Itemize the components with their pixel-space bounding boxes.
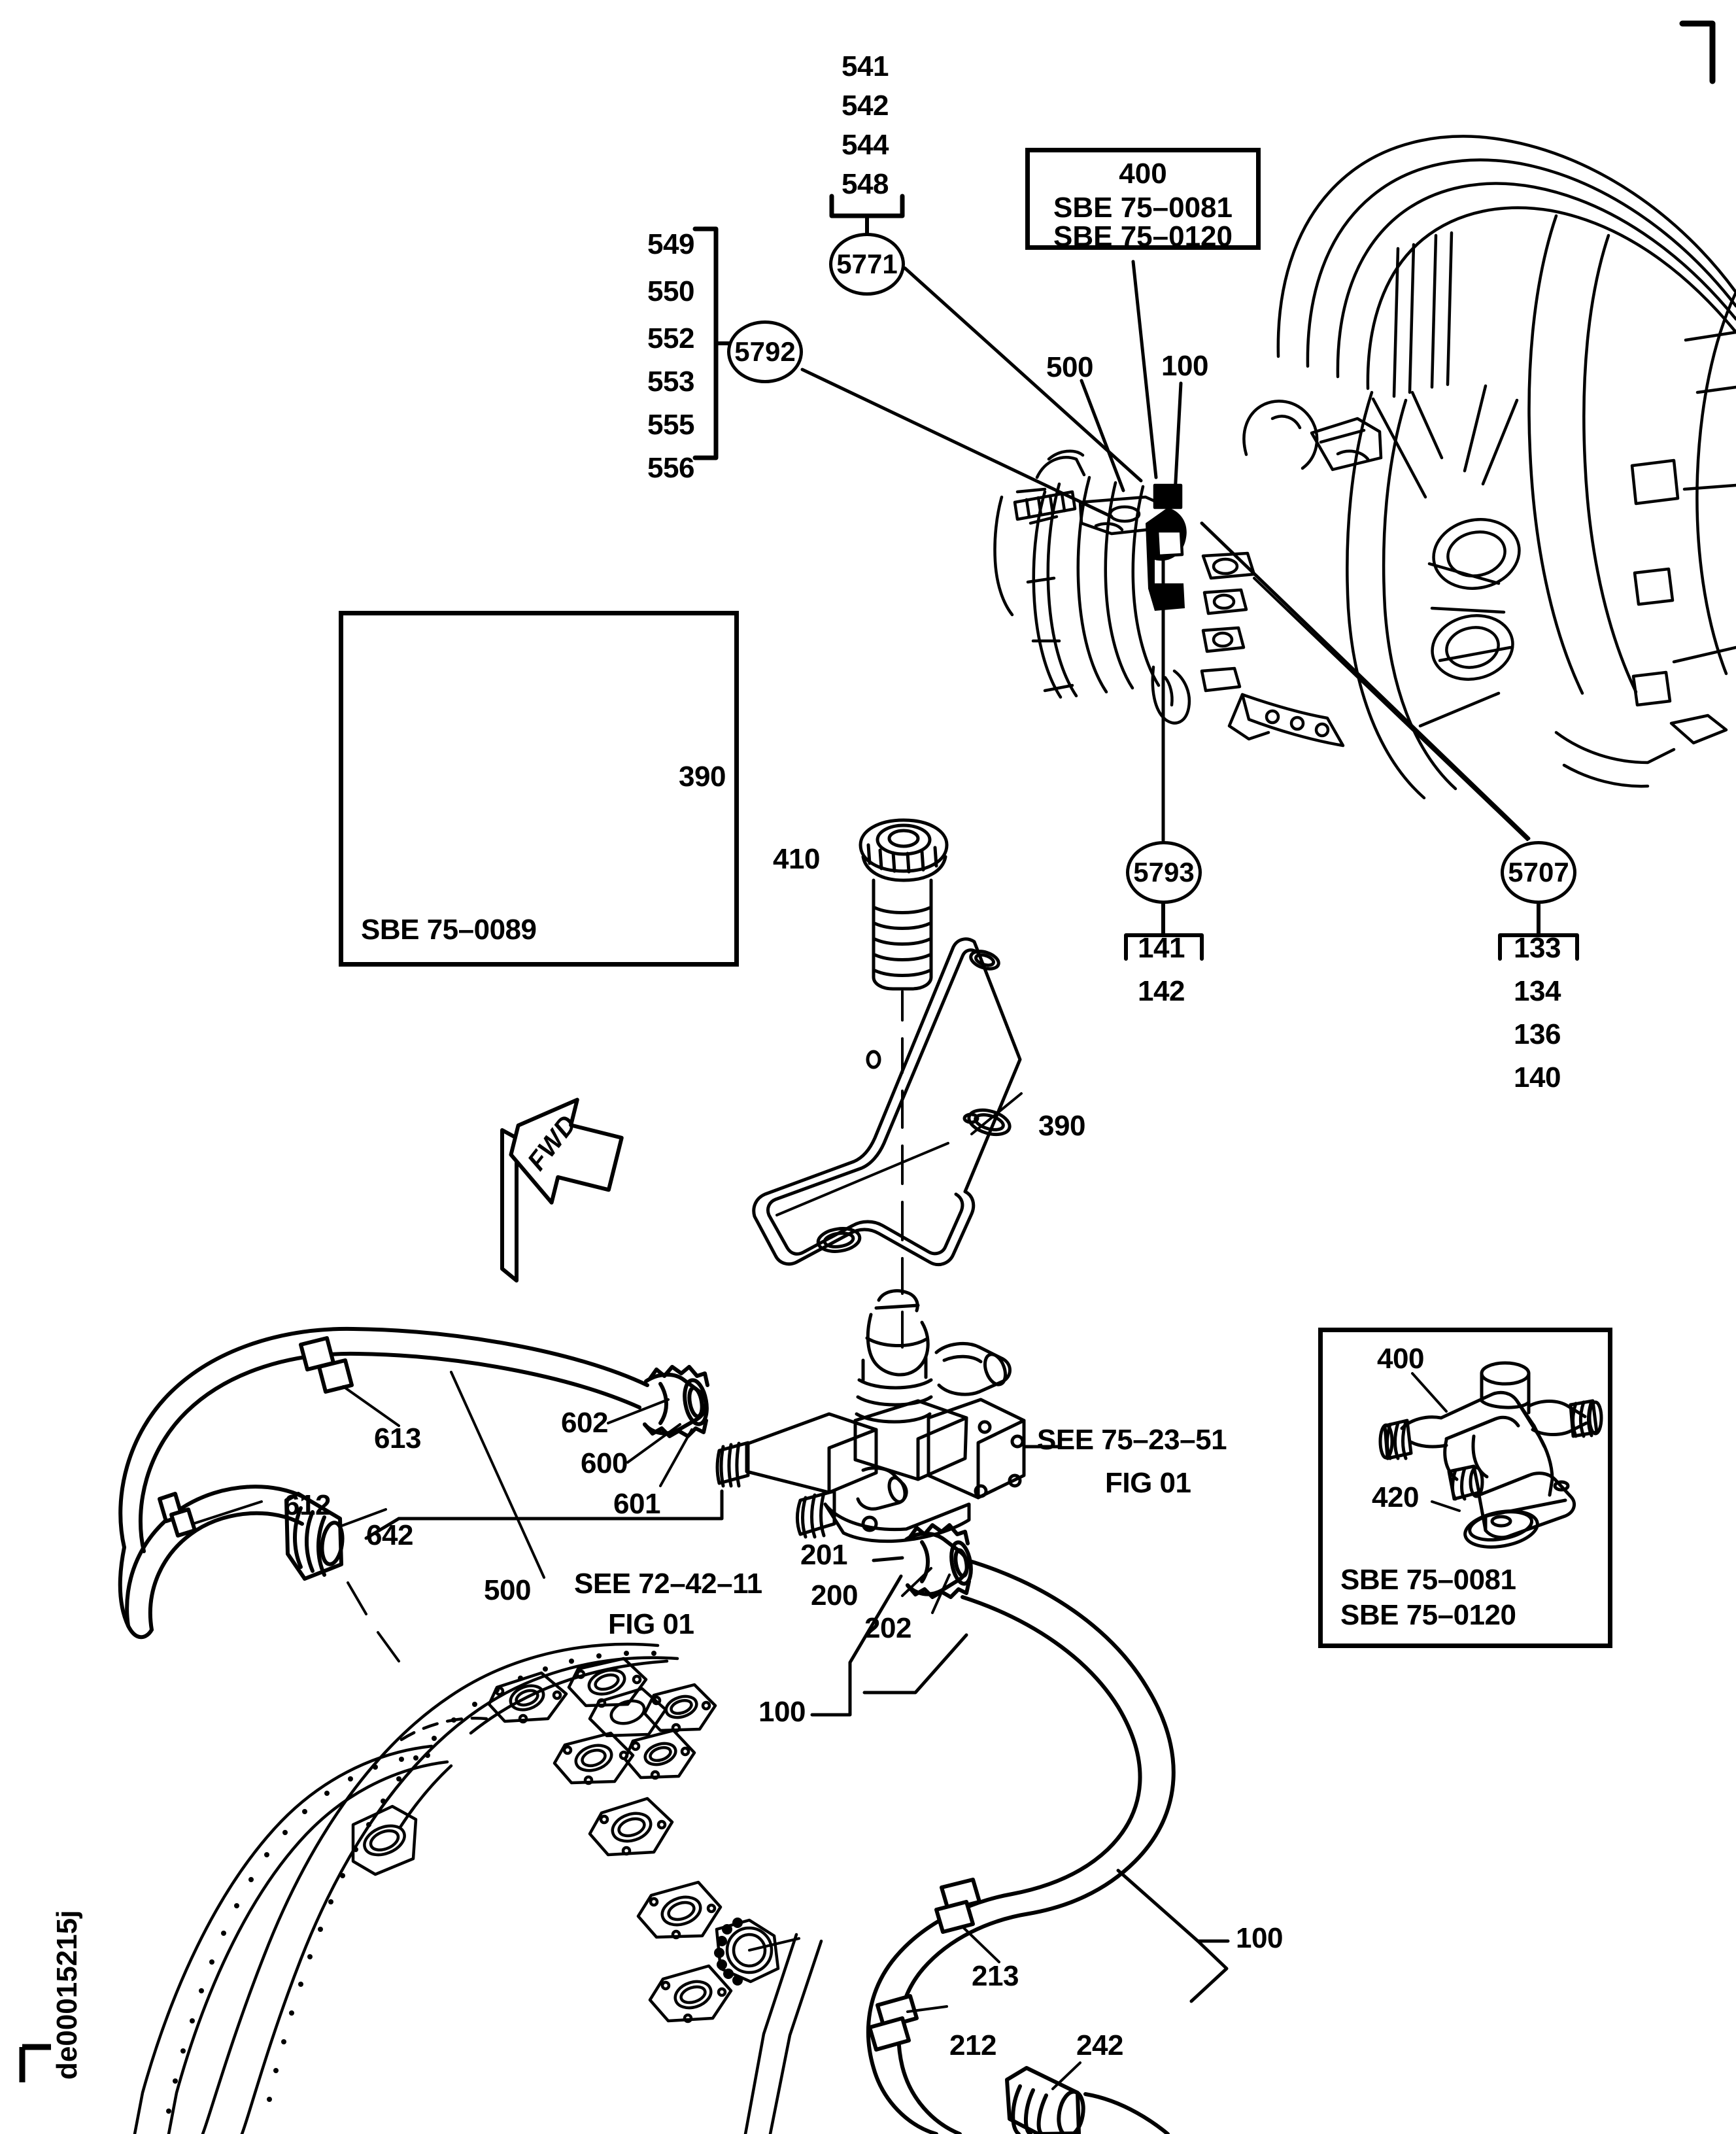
label-tube-100-right: 100 — [1236, 1922, 1283, 1954]
label-bolt-410: 410 — [773, 843, 820, 875]
circle-ref-5792: 5792 — [727, 320, 803, 383]
callout-555: 555 — [647, 409, 694, 441]
label-inset-420: 420 — [1372, 1481, 1419, 1513]
ref-72-42-11-line2: FIG 01 — [608, 1608, 694, 1640]
callout-553: 553 — [647, 366, 694, 398]
label-valve-200: 200 — [811, 1579, 858, 1611]
label-fitting-642: 642 — [366, 1519, 413, 1551]
label-engine-500: 500 — [1046, 351, 1093, 383]
callout-134: 134 — [1514, 975, 1561, 1007]
label-fitting-242: 242 — [1076, 2029, 1123, 2061]
callout-550: 550 — [647, 275, 694, 307]
callout-541: 541 — [842, 50, 889, 82]
label-inset-390: 390 — [679, 761, 726, 793]
circle-ref-5793: 5793 — [1126, 841, 1202, 904]
inset-bracket-box — [339, 611, 739, 967]
label-bracket-390: 390 — [1038, 1110, 1085, 1142]
circle-ref-5771: 5771 — [829, 233, 905, 296]
inset-manifold-caption-1: SBE 75–0081 — [1340, 1564, 1516, 1596]
callout-136: 136 — [1514, 1018, 1561, 1050]
inset-manifold-caption-2: SBE 75–0120 — [1340, 1599, 1516, 1631]
label-clamp-600: 600 — [581, 1447, 628, 1479]
ref-75-23-51-line2: FIG 01 — [1105, 1467, 1191, 1499]
label-hose-612: 612 — [284, 1489, 331, 1521]
label-valve-201: 201 — [800, 1539, 847, 1571]
sbe-top-box — [1025, 148, 1261, 250]
sbe-top-box-line2: SBE 75–0081 — [1053, 192, 1233, 224]
callout-548: 548 — [842, 168, 889, 200]
corner-registration-mark — [1679, 20, 1716, 84]
ref-72-42-11-line1: SEE 72–42–11 — [574, 1568, 762, 1600]
callout-542: 542 — [842, 90, 889, 122]
label-clamp-602: 602 — [561, 1407, 608, 1439]
callout-549: 549 — [647, 228, 694, 260]
ref-75-23-51-line1: SEE 75–23–51 — [1037, 1424, 1227, 1456]
inset-bracket-caption: SBE 75–0089 — [361, 914, 537, 946]
sbe-top-box-line1: 400 — [1119, 158, 1167, 190]
callout-141: 141 — [1138, 932, 1185, 964]
label-hose-500: 500 — [484, 1574, 531, 1606]
label-inset-400: 400 — [1377, 1343, 1424, 1375]
label-tube-100-mid: 100 — [758, 1696, 806, 1728]
sbe-top-box-line3: SBE 75–0120 — [1053, 220, 1233, 252]
label-clamp-601: 601 — [613, 1488, 660, 1520]
label-valve-202: 202 — [864, 1612, 911, 1644]
callout-133: 133 — [1514, 932, 1561, 964]
callout-142: 142 — [1138, 975, 1185, 1007]
callout-544: 544 — [842, 129, 889, 161]
figure-id: de00015215j — [51, 1910, 83, 2080]
label-clip-212: 212 — [949, 2029, 996, 2061]
callout-140: 140 — [1514, 1061, 1561, 1093]
label-engine-100: 100 — [1161, 350, 1208, 382]
callout-556: 556 — [647, 452, 694, 484]
circle-ref-5707: 5707 — [1501, 841, 1576, 904]
label-clip-213: 213 — [972, 1960, 1019, 1992]
callout-552: 552 — [647, 322, 694, 354]
label-hose-613: 613 — [374, 1422, 421, 1454]
